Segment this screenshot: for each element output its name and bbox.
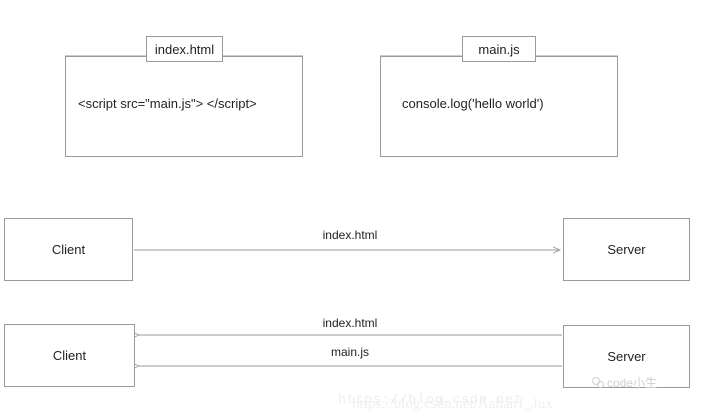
file-code-index-html: <script src="main.js"> </script> <box>78 96 257 111</box>
watermark-url-overlap: https://blog.csdn.net/Aahan1_Jux <box>352 396 553 412</box>
node-server-request: Server <box>563 218 690 281</box>
watermark-brand-label: code小生 <box>607 376 658 390</box>
node-client-response: Client <box>4 324 135 387</box>
arrow-label-response-index-html: index.html <box>322 316 378 330</box>
node-server-response: Server <box>563 325 690 388</box>
brand-logo-icon <box>592 376 605 389</box>
arrow-label-request-index-html: index.html <box>322 228 378 242</box>
arrow-label-response-main-js: main.js <box>330 345 369 359</box>
file-box-main-js <box>380 56 618 157</box>
file-code-main-js: console.log('hello world') <box>402 96 544 111</box>
file-tab-index-html: index.html <box>146 36 223 62</box>
file-tab-main-js: main.js <box>462 36 536 62</box>
watermark-url: https://blog.csdn.net <box>338 392 523 407</box>
watermark-brand: code小生 <box>592 374 657 391</box>
node-client-request: Client <box>4 218 133 281</box>
